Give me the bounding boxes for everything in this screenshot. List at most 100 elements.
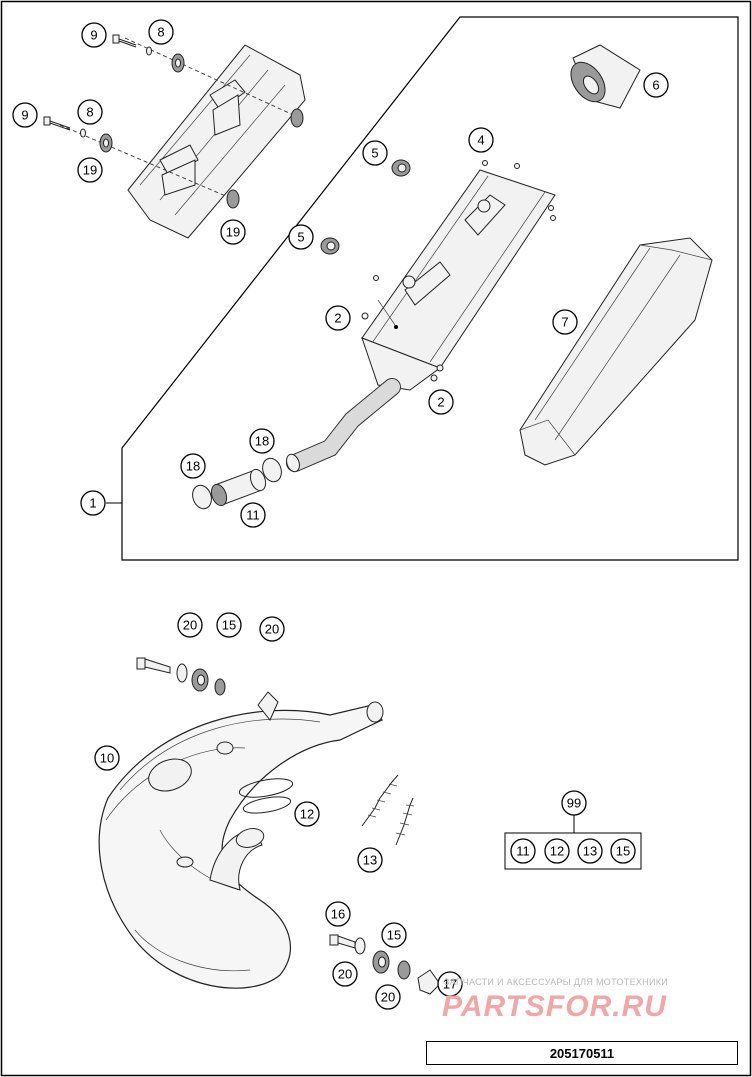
callout-15-bottom: 15 <box>381 922 407 948</box>
svg-text:11: 11 <box>516 844 530 859</box>
callout-99: 99 <box>561 790 587 816</box>
callout-20-bottom-right: 20 <box>375 984 401 1010</box>
svg-text:7: 7 <box>561 315 568 330</box>
washer-8-upper <box>146 46 152 56</box>
svg-text:12: 12 <box>550 844 564 859</box>
svg-text:6: 6 <box>652 78 659 93</box>
callout-18-left: 18 <box>180 453 206 479</box>
svg-text:11: 11 <box>246 508 260 523</box>
rivet-4-c <box>548 205 554 211</box>
callout-8-lower: 8 <box>77 99 103 125</box>
o-ring-12-lower <box>242 796 292 814</box>
washer-20-c <box>354 937 366 955</box>
clip-nut-17 <box>417 969 441 995</box>
callout-11: 11 <box>240 502 266 528</box>
rivet-4-d <box>550 215 556 221</box>
svg-text:13: 13 <box>363 853 377 868</box>
gasket-18-right <box>262 457 282 483</box>
callout-10: 10 <box>94 745 120 771</box>
rivet-top <box>373 275 379 281</box>
callout-19-left: 19 <box>77 157 103 183</box>
screw-2-c <box>430 374 438 382</box>
svg-text:1: 1 <box>89 496 96 511</box>
callout-12: 12 <box>294 801 320 827</box>
svg-text:20: 20 <box>265 622 279 637</box>
grommet-5-lower <box>320 237 340 255</box>
kit-99-item-1: 11 <box>510 838 536 864</box>
callout-20-top-right: 20 <box>259 616 285 642</box>
bolt-upper-mount <box>136 657 171 674</box>
expansion-chamber-10 <box>98 691 384 989</box>
washer-20-a <box>176 663 188 683</box>
link-pipe <box>287 379 400 471</box>
screw-2-b <box>436 364 444 372</box>
bolt-axis-lower <box>59 124 236 201</box>
callout-1: 1 <box>80 490 106 516</box>
frame-bracket <box>127 44 306 239</box>
kit-99-item-4: 15 <box>610 838 636 864</box>
rivet-4-a <box>482 160 488 166</box>
callout-15-top: 15 <box>216 612 242 638</box>
svg-text:5: 5 <box>297 230 304 245</box>
callout-2-lower: 2 <box>428 389 454 415</box>
svg-text:16: 16 <box>331 907 345 922</box>
callout-7: 7 <box>552 309 578 335</box>
svg-text:13: 13 <box>583 844 597 859</box>
svg-text:4: 4 <box>477 133 484 148</box>
callout-6: 6 <box>643 72 669 98</box>
connector-11 <box>210 468 267 507</box>
grommet-upper-right <box>290 108 304 128</box>
svg-text:12: 12 <box>300 807 314 822</box>
assembly-1-boundary <box>121 16 739 561</box>
rubber-19-upper-inner <box>175 58 181 68</box>
o-ring-12-upper <box>238 778 294 798</box>
svg-text:9: 9 <box>21 108 28 123</box>
rivet-4-b <box>514 163 520 169</box>
callout-17: 17 <box>437 971 463 997</box>
svg-text:15: 15 <box>616 844 630 859</box>
bolt-upper <box>112 34 137 48</box>
watermark-logo: PARTSFOR.RU <box>442 990 667 1023</box>
bolt-16 <box>329 934 356 949</box>
callout-4: 4 <box>468 127 494 153</box>
svg-text:8: 8 <box>157 25 164 40</box>
rubber-19-lower-right <box>226 189 240 209</box>
bolt-lower <box>43 116 71 131</box>
kit-99-item-2: 12 <box>544 838 570 864</box>
callout-20-top-left: 20 <box>177 612 203 638</box>
callout-19-right: 19 <box>220 219 246 245</box>
svg-text:10: 10 <box>100 751 114 766</box>
end-cap-6 <box>570 44 641 109</box>
kit-99-item-3: 13 <box>577 838 603 864</box>
svg-text:20: 20 <box>338 967 352 982</box>
svg-text:19: 19 <box>83 163 97 178</box>
washer-8-lower <box>80 128 86 138</box>
svg-text:20: 20 <box>183 618 197 633</box>
callout-18-right: 18 <box>249 428 275 454</box>
washer-20-b <box>214 678 226 696</box>
grommet-5-upper <box>391 159 411 177</box>
callout-13: 13 <box>357 847 383 873</box>
gasket-18-left <box>192 484 212 510</box>
document-number: 205170511 <box>549 1045 615 1061</box>
callout-5-upper: 5 <box>362 140 388 166</box>
callout-20-bottom-left: 20 <box>332 961 358 987</box>
svg-text:99: 99 <box>567 796 581 811</box>
bushing-15-b <box>372 950 390 974</box>
document-number-box: 205170511 <box>426 1041 738 1065</box>
watermark-tagline: ЗАПЧАСТИ И АКСЕССУАРЫ ДЛЯ МОТОТЕХНИКИ <box>444 977 669 987</box>
svg-text:8: 8 <box>86 105 93 120</box>
svg-text:20: 20 <box>381 990 395 1005</box>
silencer-sleeve-7 <box>519 237 713 466</box>
springs-13 <box>361 774 415 846</box>
svg-text:17: 17 <box>443 977 457 992</box>
screw-2-a <box>361 312 369 320</box>
callout-9-lower: 9 <box>12 102 38 128</box>
svg-text:18: 18 <box>186 459 200 474</box>
callout-8-upper: 8 <box>148 19 174 45</box>
svg-text:2: 2 <box>437 395 444 410</box>
svg-text:19: 19 <box>226 225 240 240</box>
silencer-body <box>361 169 556 391</box>
svg-text:9: 9 <box>90 28 97 43</box>
